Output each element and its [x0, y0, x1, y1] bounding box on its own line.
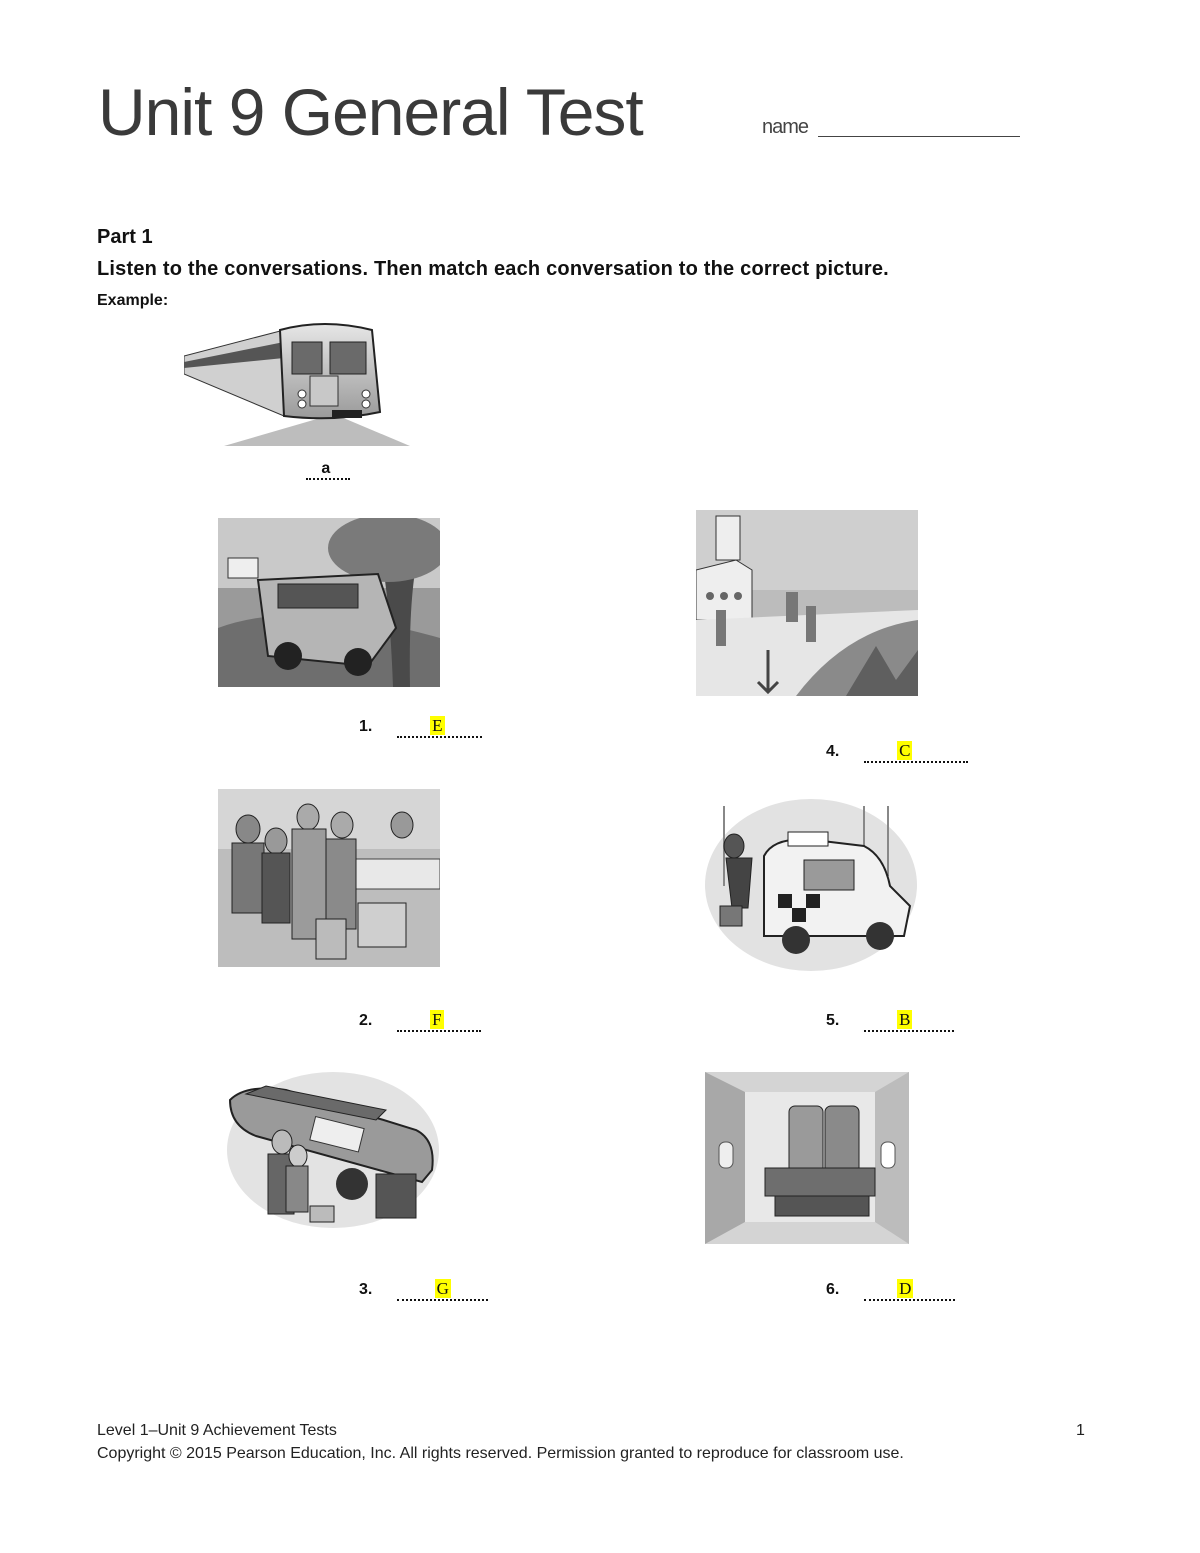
name-label: name — [762, 116, 809, 138]
item-5-answer[interactable]: 5. B — [826, 1010, 955, 1032]
page-number: 1 — [1076, 1422, 1085, 1439]
example-label: Example: — [97, 292, 169, 309]
train-illustration — [184, 318, 410, 446]
taxi-illustration — [704, 796, 918, 974]
item-6-answer[interactable]: 6. D — [826, 1279, 956, 1301]
instructions: Listen to the conversations. Then match … — [97, 258, 889, 280]
item-1-answer[interactable]: 1. E — [359, 716, 483, 738]
item-2-answer[interactable]: 2. F — [359, 1010, 482, 1032]
item-3-answer[interactable]: 3. G — [359, 1279, 489, 1301]
name-field[interactable] — [818, 136, 1020, 137]
page-title: Unit 9 General Test — [98, 75, 644, 149]
item-4-answer[interactable]: 4. C — [826, 741, 968, 763]
example-answer: a — [306, 460, 351, 480]
part-heading: Part 1 — [97, 226, 153, 248]
footer-copyright: Copyright © 2015 Pearson Education, Inc.… — [97, 1445, 904, 1462]
airport-line-illustration — [218, 789, 440, 967]
van-crash-illustration — [218, 518, 440, 687]
ship-dock-illustration — [696, 510, 918, 696]
footer-series-title: Level 1–Unit 9 Achievement Tests — [97, 1422, 337, 1439]
plane-seats-illustration — [705, 1072, 909, 1244]
limousine-illustration — [226, 1070, 440, 1230]
